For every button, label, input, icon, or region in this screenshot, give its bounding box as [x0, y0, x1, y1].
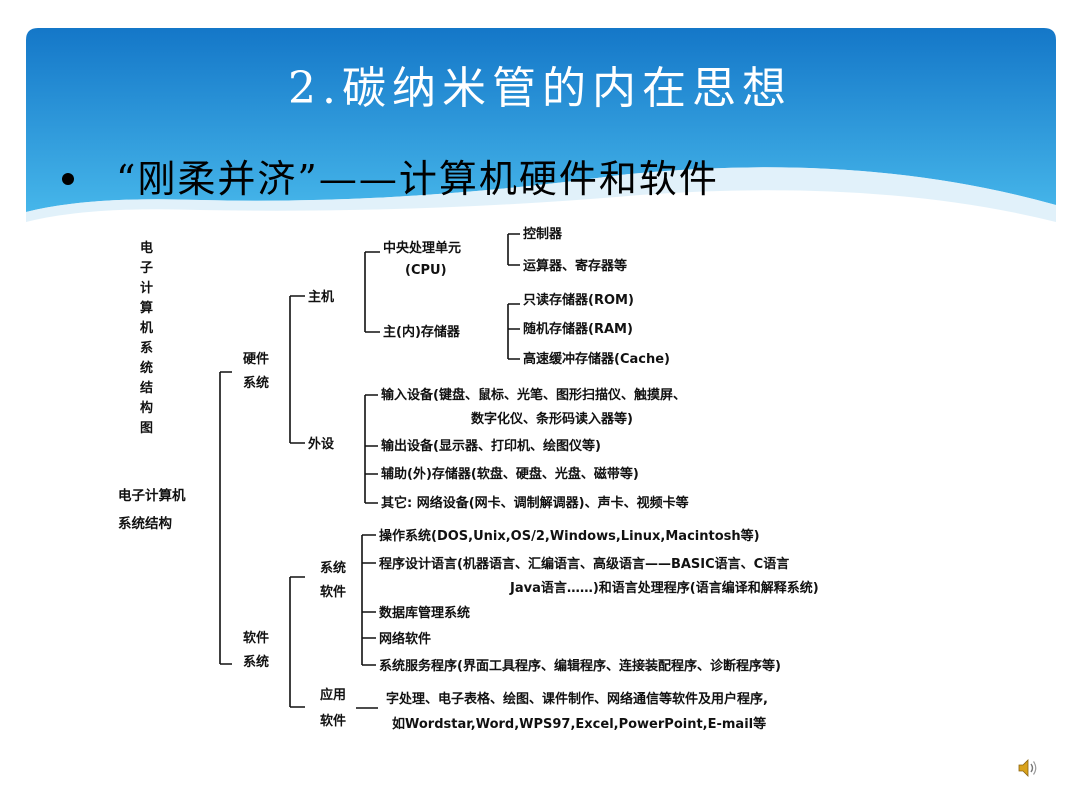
side-title-char: 机 [140, 320, 153, 336]
other-devices-node: 其它: 网络设备(网卡、调制解调器)、声卡、视频卡等 [381, 495, 689, 511]
output-node: 输出设备(显示器、打印机、绘图仪等) [381, 438, 601, 454]
cache-node: 高速缓冲存储器(Cache) [523, 351, 670, 367]
cpu-node-line2: (CPU) [405, 263, 447, 278]
side-title-char: 统 [140, 360, 153, 376]
system-software-node-line2: 软件 [320, 584, 346, 600]
software-node-line1: 软件 [243, 630, 269, 646]
side-title-char: 系 [140, 340, 153, 356]
side-title-char: 子 [140, 261, 153, 276]
alu-node: 运算器、寄存器等 [523, 258, 627, 274]
header-banner [26, 28, 1056, 222]
rom-node: 只读存储器(ROM) [523, 292, 634, 308]
hardware-node-line1: 硬件 [243, 351, 269, 367]
application-node-line1: 应用 [320, 687, 346, 703]
side-title-char: 图 [140, 421, 153, 436]
side-title: 电 子 计 算 机 系 统 结 构 图 [140, 240, 153, 436]
side-title-char: 算 [140, 300, 153, 316]
diagram-canvas: 电 子 计 算 机 系 统 结 构 图 电子计算机 系统结构 硬件 系统 主机 … [118, 226, 819, 732]
hardware-node-line2: 系统 [243, 375, 269, 391]
bullet-dot-icon [62, 172, 74, 185]
slide-title: 2.碳纳米管的内在思想 [288, 63, 792, 114]
side-title-char: 电 [140, 240, 153, 256]
controller-node: 控制器 [523, 226, 563, 242]
prog-lang-node-line1: 程序设计语言(机器语言、汇编语言、高级语言——BASIC语言、C语言 [379, 556, 789, 572]
root-node-line1: 电子计算机 [118, 487, 186, 504]
network-software-node: 网络软件 [379, 631, 431, 647]
application-node-line2: 软件 [320, 713, 346, 729]
app-desc-line1: 字处理、电子表格、绘图、课件制作、网络通信等软件及用户程序, [386, 691, 768, 707]
side-title-char: 计 [140, 280, 153, 296]
side-title-char: 结 [140, 380, 153, 396]
structure-diagram: 电 子 计 算 机 系 统 结 构 图 电子计算机 系统结构 硬件 系统 主机 … [100, 222, 1000, 752]
os-node: 操作系统(DOS,Unix,OS/2,Windows,Linux,Macinto… [379, 528, 760, 544]
prog-lang-node-line2: Java语言……)和语言处理程序(语言编译和解释系统) [509, 580, 819, 596]
input-node-line2: 数字化仪、条形码读入器等) [471, 411, 633, 427]
peripheral-node: 外设 [307, 436, 335, 452]
bullet-item: “刚柔并济”——计算机硬件和软件 [62, 148, 719, 203]
dbms-node: 数据库管理系统 [379, 605, 470, 621]
connector-lines [219, 233, 520, 709]
software-node-line2: 系统 [243, 654, 269, 670]
cpu-node-line1: 中央处理单元 [383, 240, 461, 256]
app-desc-line2: 如Wordstar,Word,WPS97,Excel,PowerPoint,E-… [392, 716, 766, 732]
aux-storage-node: 辅助(外)存储器(软盘、硬盘、光盘、磁带等) [381, 466, 639, 482]
system-software-node-line1: 系统 [320, 560, 346, 576]
root-node-line2: 系统结构 [118, 515, 172, 532]
side-title-char: 构 [140, 400, 153, 416]
service-programs-node: 系统服务程序(界面工具程序、编辑程序、连接装配程序、诊断程序等) [379, 658, 781, 674]
bullet-text: “刚柔并济”——计算机硬件和软件 [116, 157, 719, 201]
input-node-line1: 输入设备(键盘、鼠标、光笔、图形扫描仪、触摸屏、 [381, 387, 686, 403]
speaker-icon[interactable] [1016, 756, 1040, 780]
main-memory-node: 主(内)存储器 [383, 324, 461, 340]
ram-node: 随机存储器(RAM) [523, 321, 633, 337]
host-node: 主机 [308, 289, 334, 305]
